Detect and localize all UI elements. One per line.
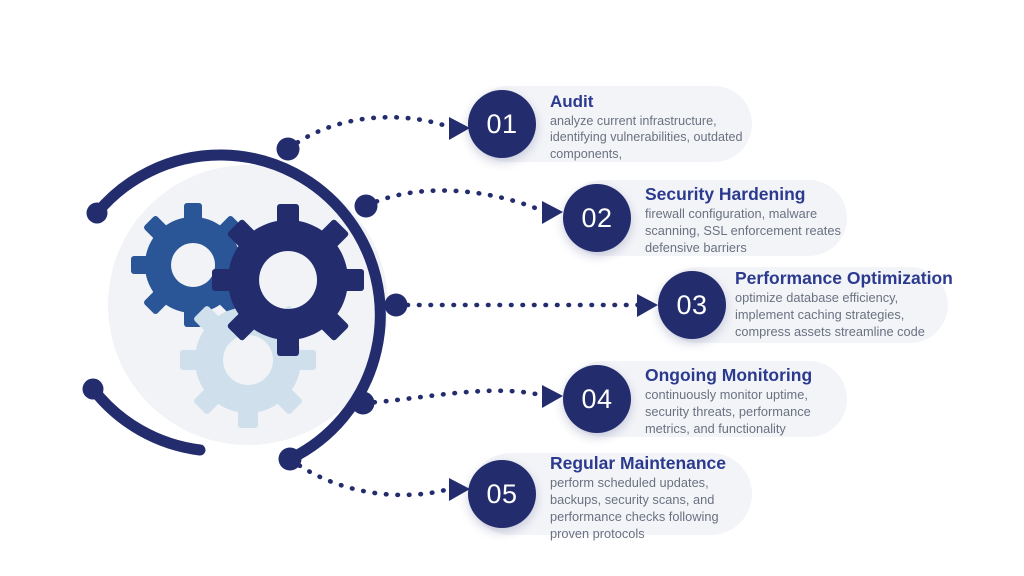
step-body-04: Ongoing Monitoring continuously monitor … [645, 365, 845, 437]
arrowhead-2 [542, 201, 563, 224]
step-card-04[interactable]: 04 Ongoing Monitoring continuously monit… [563, 361, 847, 437]
connector-node-1 [276, 137, 300, 161]
step-desc-05: perform scheduled updates, backups, secu… [550, 475, 719, 542]
arc-endpoint-bottom [82, 378, 104, 400]
step-card-05[interactable]: 05 Regular Maintenance perform scheduled… [468, 453, 752, 541]
connector-node-3 [384, 293, 408, 317]
step-title-04: Ongoing Monitoring [645, 365, 813, 385]
connector-lines [285, 114, 643, 498]
step-card-03[interactable]: 03 Performance Optimization optimize dat… [658, 267, 953, 343]
step-number-05: 05 [486, 478, 518, 509]
connector-node-2 [354, 194, 378, 218]
gear-dark-navy [212, 204, 364, 356]
step-desc-03: optimize database efficiency, implement … [735, 290, 925, 340]
connector-arrowheads [449, 117, 658, 501]
step-desc-02: firewall configuration, malware scanning… [645, 206, 841, 256]
step-body-02: Security Hardening firewall configuratio… [645, 184, 845, 256]
arc-endpoint-top [86, 202, 108, 224]
connector-node-5 [278, 447, 302, 471]
step-body-05: Regular Maintenance perform scheduled up… [550, 453, 750, 542]
step-badge-02: 02 [563, 184, 631, 252]
connector-line-2 [363, 188, 548, 215]
step-number-03: 03 [676, 289, 708, 320]
step-title-05: Regular Maintenance [550, 453, 727, 473]
connector-line-4 [360, 388, 548, 406]
connector-line-5 [287, 456, 455, 498]
step-number-04: 04 [581, 383, 613, 414]
arrowhead-1 [449, 117, 470, 140]
ring-arc-minor [87, 383, 206, 456]
step-body-03: Performance Optimization optimize databa… [735, 268, 953, 340]
step-card-02[interactable]: 02 Security Hardening firewall configura… [563, 180, 847, 256]
arrowhead-3 [637, 294, 658, 317]
connector-line-1 [285, 114, 455, 152]
connector-node-4 [351, 391, 375, 415]
step-number-02: 02 [581, 202, 613, 233]
step-title-02: Security Hardening [645, 184, 806, 204]
step-desc-01: analyze current infrastructure, identify… [550, 113, 743, 162]
step-title-01: Audit [550, 92, 594, 111]
step-badge-05: 05 [468, 460, 536, 528]
step-desc-04: continuously monitor uptime, security th… [645, 387, 811, 437]
step-badge-04: 04 [563, 365, 631, 433]
connector-nodes [276, 137, 408, 471]
step-number-01: 01 [486, 108, 518, 139]
step-card-01[interactable]: 01 Audit analyze current infrastructure,… [468, 86, 752, 163]
arrowhead-5 [449, 478, 470, 501]
step-title-03: Performance Optimization [735, 268, 953, 288]
arrowhead-4 [542, 385, 563, 408]
step-badge-01: 01 [468, 90, 536, 158]
step-badge-03: 03 [658, 271, 726, 339]
step-body-01: Audit analyze current infrastructure, id… [550, 92, 746, 163]
